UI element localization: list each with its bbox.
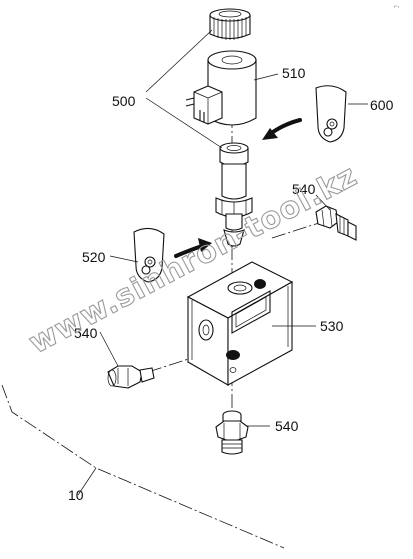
label-510: 510 [282, 65, 306, 81]
label-520: 520 [82, 249, 106, 265]
label-540-left: 540 [74, 325, 98, 341]
label-530: 530 [320, 318, 344, 334]
label-540-bottom: 540 [275, 418, 299, 434]
tool-520 [133, 227, 165, 283]
label-540-right: 540 [292, 181, 316, 197]
frame-outline [1, 384, 285, 549]
fitting-bottom [215, 410, 249, 455]
arrow-upper [262, 118, 302, 140]
tool-600 [315, 85, 347, 143]
leader-lines [77, 29, 368, 496]
label-500: 500 [112, 93, 136, 109]
corner-mark: P ▪ [394, 4, 400, 9]
valve-cartridge [215, 142, 253, 247]
fitting-left [107, 365, 155, 389]
fitting-right [315, 205, 357, 241]
valve-block [186, 261, 294, 386]
label-10: 10 [68, 487, 84, 503]
arrow-lower [174, 238, 212, 258]
solenoid-coil [185, 50, 257, 126]
knurled-nut [209, 8, 251, 40]
label-600: 600 [370, 97, 394, 113]
